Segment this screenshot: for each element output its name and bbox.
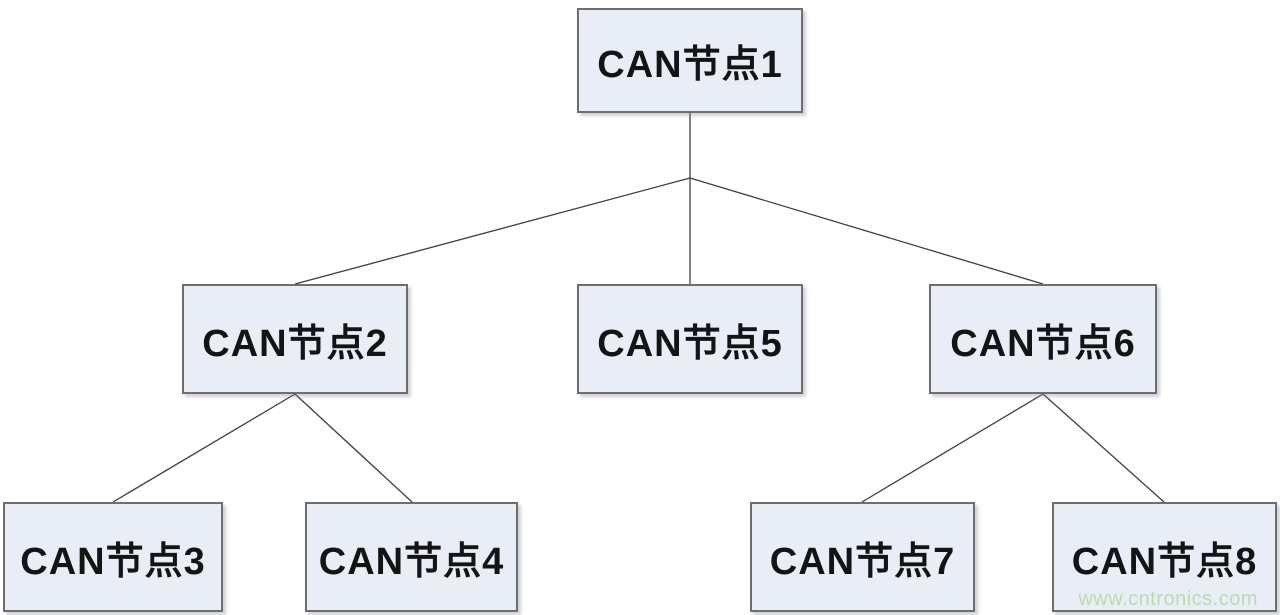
node-can-7: CAN节点7 [750,502,975,612]
edge-node2-node4 [294,393,413,503]
node-can-7-label: CAN节点7 [769,540,956,583]
node-can-3: CAN节点3 [3,502,223,612]
node-can-5-label: CAN节点5 [597,322,783,365]
node-can-6-label: CAN节点6 [950,322,1136,365]
node-can-3-label: CAN节点3 [20,540,206,583]
edge-node6-node8 [1042,393,1165,503]
watermark-text: www.cntronics.com [1078,588,1258,610]
node-can-2: CAN节点2 [182,284,408,394]
edge-node2-node3 [112,393,296,503]
node-can-4: CAN节点4 [305,502,518,612]
node-can-8-label: CAN节点8 [1071,540,1258,583]
node-can-2-label: CAN节点2 [202,322,388,365]
node-can-4-label: CAN节点4 [318,540,505,583]
edge-node1-node2 [294,177,691,285]
edge-node6-node7 [861,393,1044,503]
node-can-8: CAN节点8 [1052,502,1277,612]
node-can-5: CAN节点5 [577,284,803,394]
edge-node1-node6 [689,177,1044,285]
node-can-1: CAN节点1 [577,8,803,113]
node-can-6: CAN节点6 [929,284,1157,394]
node-can-1-label: CAN节点1 [597,44,783,86]
